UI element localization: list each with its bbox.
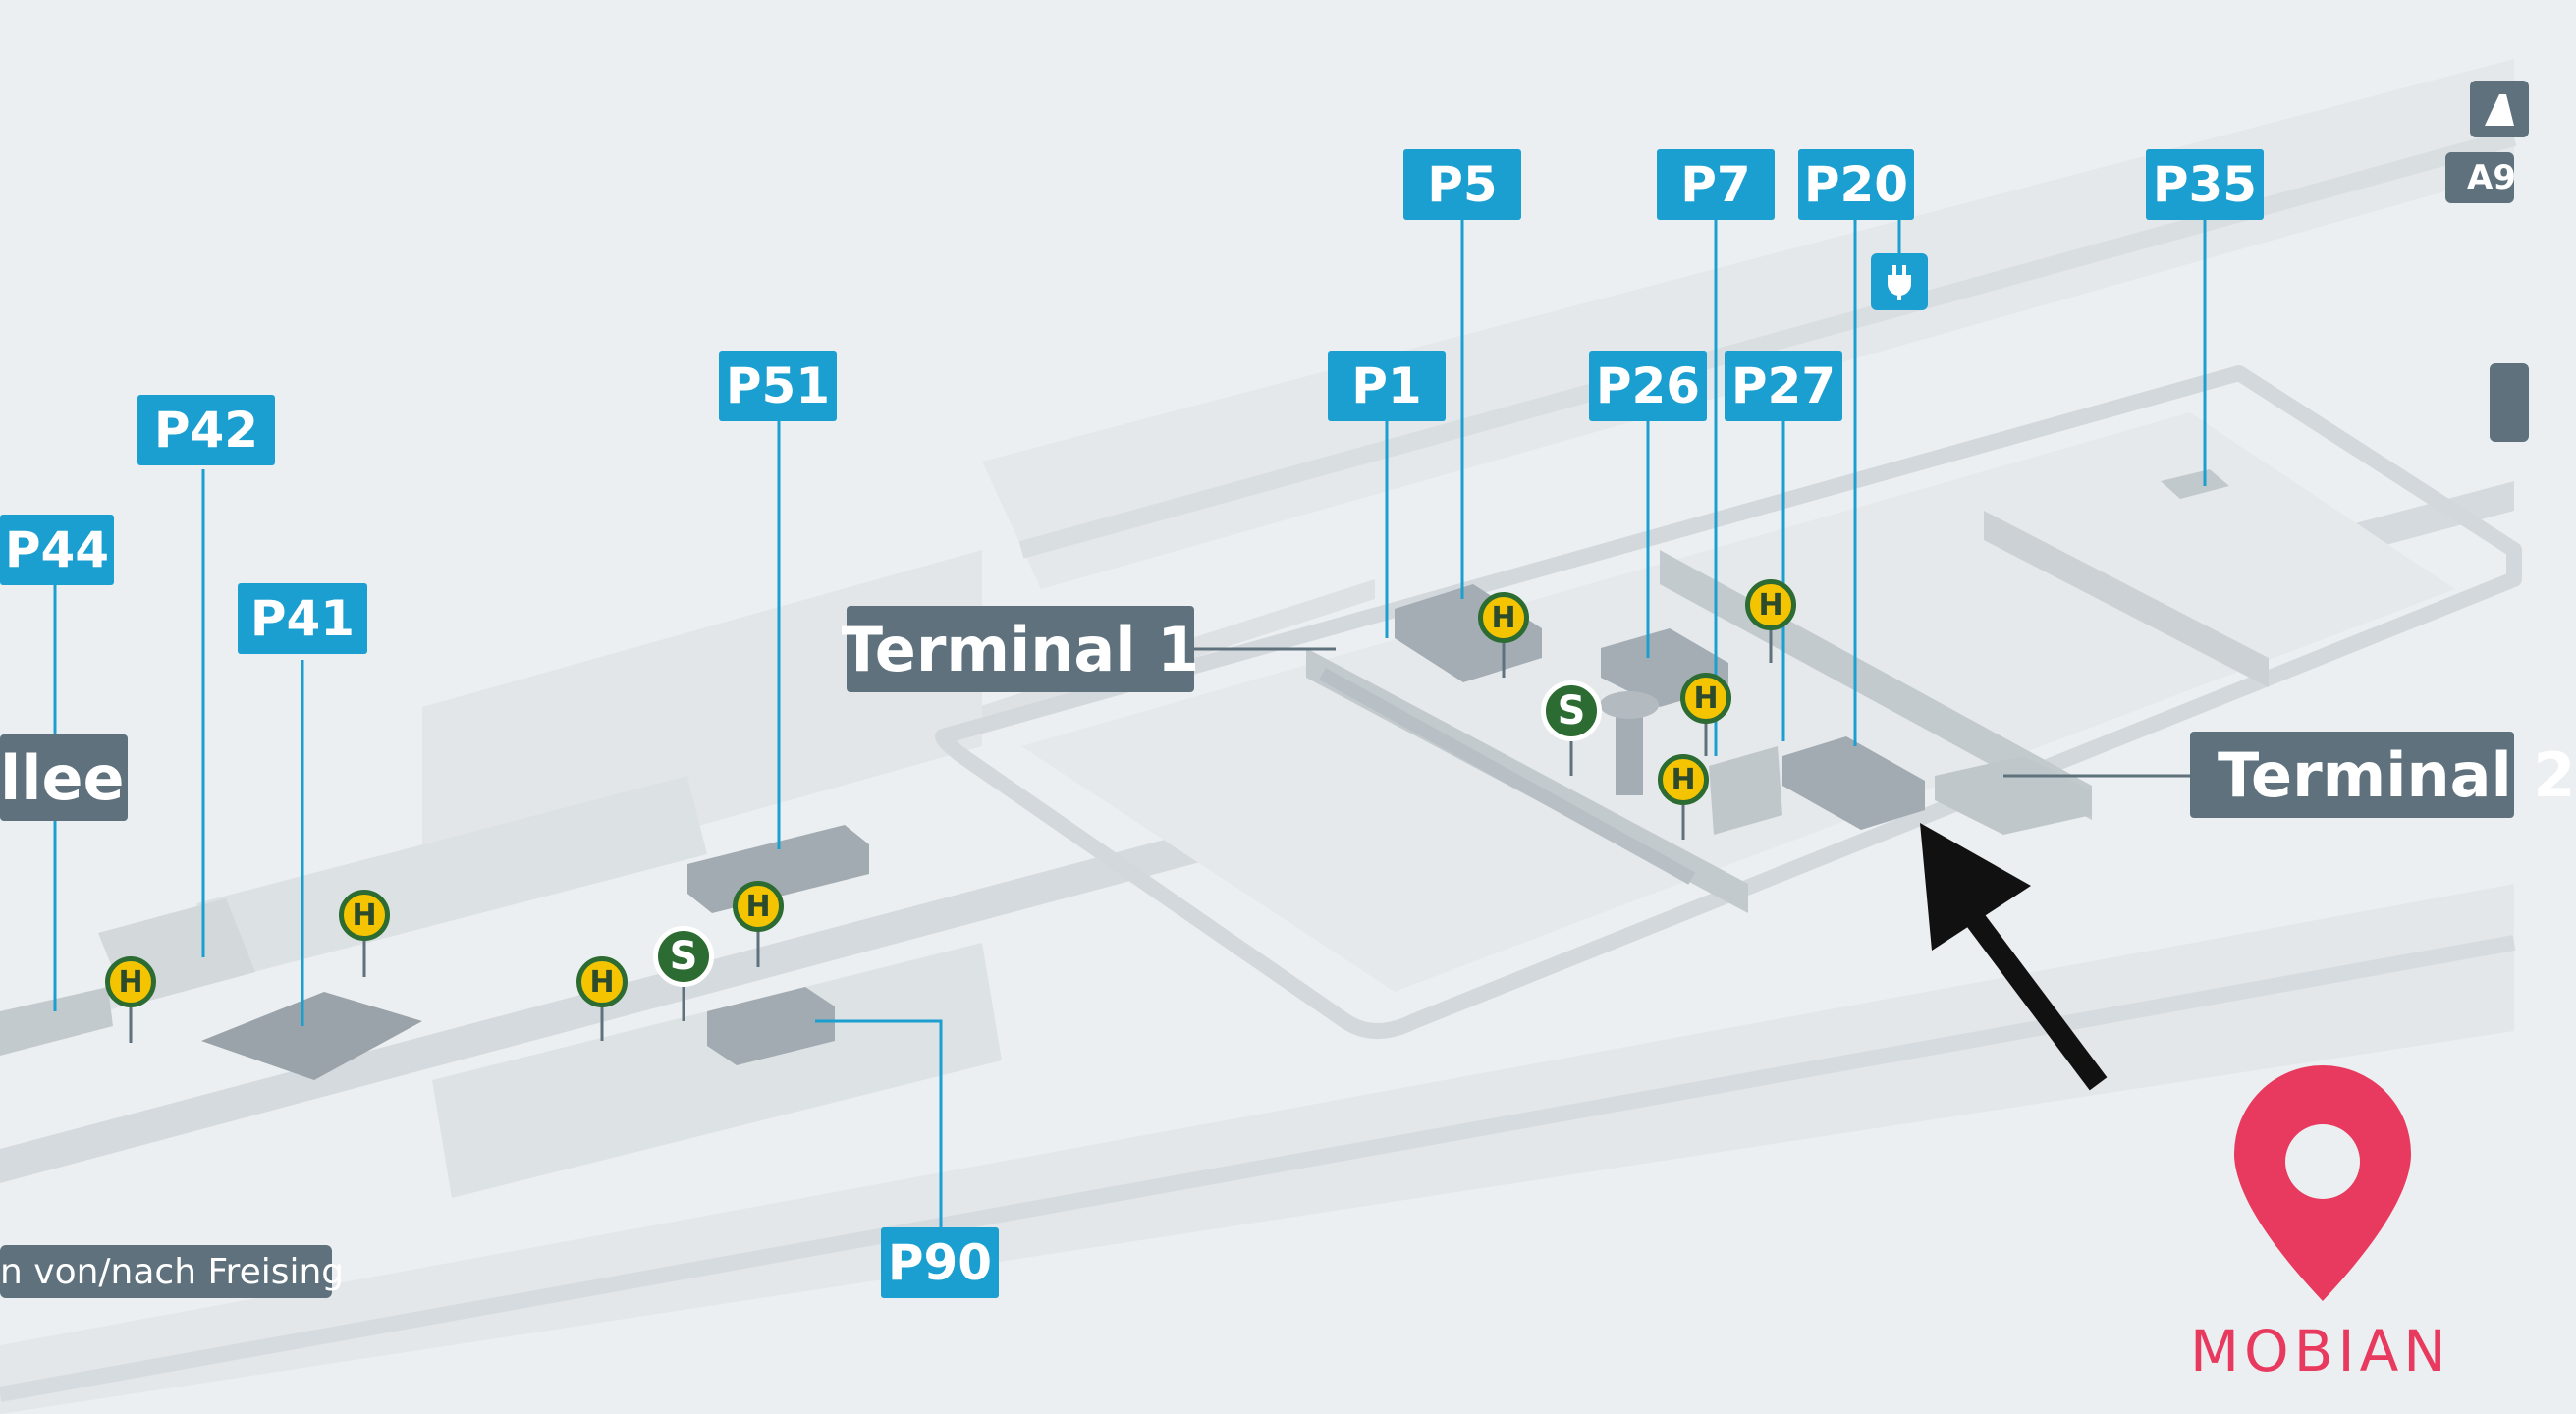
train-station-icon[interactable]: S xyxy=(1541,680,1602,741)
terminal-2-label[interactable]: Terminal 2 xyxy=(2190,732,2576,818)
parking-label-p90[interactable]: P90 xyxy=(881,1227,999,1298)
parking-label-p51[interactable]: P51 xyxy=(719,351,837,421)
bus-stop-icon[interactable]: H xyxy=(1745,579,1796,630)
p41-building xyxy=(201,992,422,1080)
runway-south xyxy=(0,935,2516,1402)
p90-building xyxy=(707,987,835,1065)
pointer-arrow-icon xyxy=(1920,823,2108,1091)
highway-label: A9 xyxy=(2445,152,2516,203)
train-station-icon[interactable]: S xyxy=(653,926,714,987)
offscreen-sign xyxy=(2490,363,2529,442)
terminal-apron xyxy=(1021,412,2455,992)
bus-stop-icon[interactable]: H xyxy=(1658,754,1709,805)
parking-label-p35[interactable]: P35 xyxy=(2146,149,2264,220)
bus-stop-icon[interactable]: H xyxy=(339,890,390,941)
airport-map: P5 P7 P20 P35 P1 P26 P27 P51 P42 P44 P41… xyxy=(0,81,2576,1402)
parking-label-p27[interactable]: P27 xyxy=(1725,351,1842,421)
parking-label-p26[interactable]: P26 xyxy=(1589,351,1707,421)
highway-icon xyxy=(2470,81,2529,137)
parking-label-p44[interactable]: P44 xyxy=(0,515,114,585)
runway-north xyxy=(1018,129,2517,559)
parking-label-p20[interactable]: P20 xyxy=(1798,149,1914,220)
parking-label-p41[interactable]: P41 xyxy=(238,583,367,654)
p20-building xyxy=(1782,736,1925,830)
parking-label-p5[interactable]: P5 xyxy=(1403,149,1521,220)
bus-stop-icon[interactable]: H xyxy=(576,956,628,1007)
satellite-pier xyxy=(1984,511,2269,687)
parking-label-p1[interactable]: P1 xyxy=(1328,351,1446,421)
p51-building xyxy=(687,825,869,913)
map-terrain xyxy=(0,81,2529,1402)
parking-label-p42[interactable]: P42 xyxy=(137,395,275,465)
road-label-freising: n von/nach Freising xyxy=(0,1245,344,1298)
control-tower xyxy=(1616,707,1643,795)
bus-stop-icon[interactable]: H xyxy=(1680,673,1731,724)
brand-name: MOBIAN xyxy=(2190,1318,2451,1385)
terminal-1-label[interactable]: Terminal 1 xyxy=(842,606,1199,692)
ev-charging-icon xyxy=(1871,253,1928,310)
bus-stop-icon[interactable]: H xyxy=(1478,592,1529,643)
parking-label-p7[interactable]: P7 xyxy=(1657,149,1775,220)
p44-building xyxy=(0,987,113,1056)
location-pin-icon xyxy=(2234,1065,2411,1301)
p35-area xyxy=(2161,469,2229,499)
road-label-allee: llee xyxy=(0,734,128,821)
bus-stop-icon[interactable]: H xyxy=(105,956,156,1007)
terminal-loop-road xyxy=(935,365,2522,1039)
bus-stop-icon[interactable]: H xyxy=(733,881,784,932)
